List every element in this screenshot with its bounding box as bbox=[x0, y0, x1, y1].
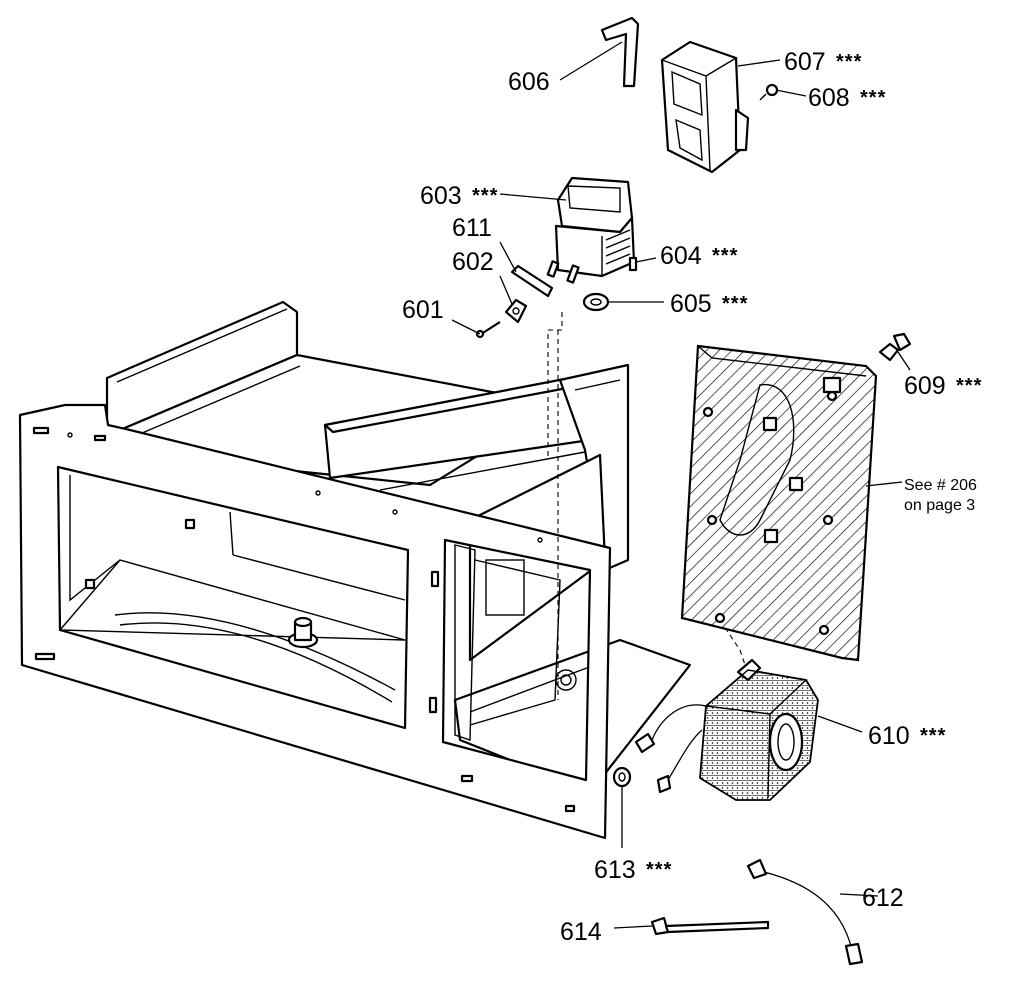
note-line-2: on page 3 bbox=[904, 497, 975, 514]
label-612: 611 bbox=[452, 214, 492, 242]
label-605: 605 bbox=[670, 290, 712, 318]
part-604-pin bbox=[628, 256, 638, 272]
label-610-stars: *** bbox=[920, 725, 946, 747]
label-614: 614 bbox=[560, 918, 602, 946]
label-603: 603 bbox=[420, 182, 462, 210]
label-604-stars: *** bbox=[712, 245, 738, 267]
part-614-cable-tie bbox=[650, 916, 770, 936]
oven-cavity-chassis bbox=[18, 300, 692, 840]
part-607-air-guide bbox=[660, 40, 750, 174]
note-line-1: See # 206 bbox=[904, 477, 977, 494]
part-603-magnetron bbox=[546, 176, 636, 284]
cover-panel-206 bbox=[680, 344, 878, 662]
part-605-gasket bbox=[582, 292, 610, 312]
label-608-stars: *** bbox=[860, 87, 886, 109]
part-601-screw bbox=[475, 321, 501, 339]
label-607: 607 bbox=[784, 48, 826, 76]
label-603-stars: *** bbox=[472, 185, 498, 207]
leader-lines bbox=[451, 41, 911, 929]
label-602: 602 bbox=[452, 248, 494, 276]
label-604: 604 bbox=[660, 242, 702, 270]
label-613: 613 bbox=[594, 856, 636, 884]
part-613-nut bbox=[612, 766, 632, 788]
label-609: 609 bbox=[904, 372, 946, 400]
part-602-fuse-holder bbox=[504, 298, 528, 324]
part-labels: 606 607 *** 608 *** 603 *** 611 602 601 … bbox=[402, 48, 982, 946]
label-601: 601 bbox=[402, 296, 444, 324]
part-606-bracket bbox=[600, 16, 640, 88]
label-608: 608 bbox=[808, 84, 850, 112]
part-610-transformer bbox=[634, 658, 819, 801]
part-608-screw bbox=[759, 83, 779, 101]
part-611-wire-lead bbox=[746, 858, 864, 966]
label-610: 610 bbox=[868, 722, 910, 750]
label-609-stars: *** bbox=[956, 375, 982, 397]
label-613-stars: *** bbox=[646, 859, 672, 881]
label-611: 612 bbox=[862, 884, 904, 912]
label-607-stars: *** bbox=[836, 51, 862, 73]
part-612-strip bbox=[510, 264, 554, 298]
label-606: 606 bbox=[508, 68, 550, 96]
label-605-stars: *** bbox=[722, 293, 748, 315]
part-609-bolt bbox=[878, 332, 912, 362]
